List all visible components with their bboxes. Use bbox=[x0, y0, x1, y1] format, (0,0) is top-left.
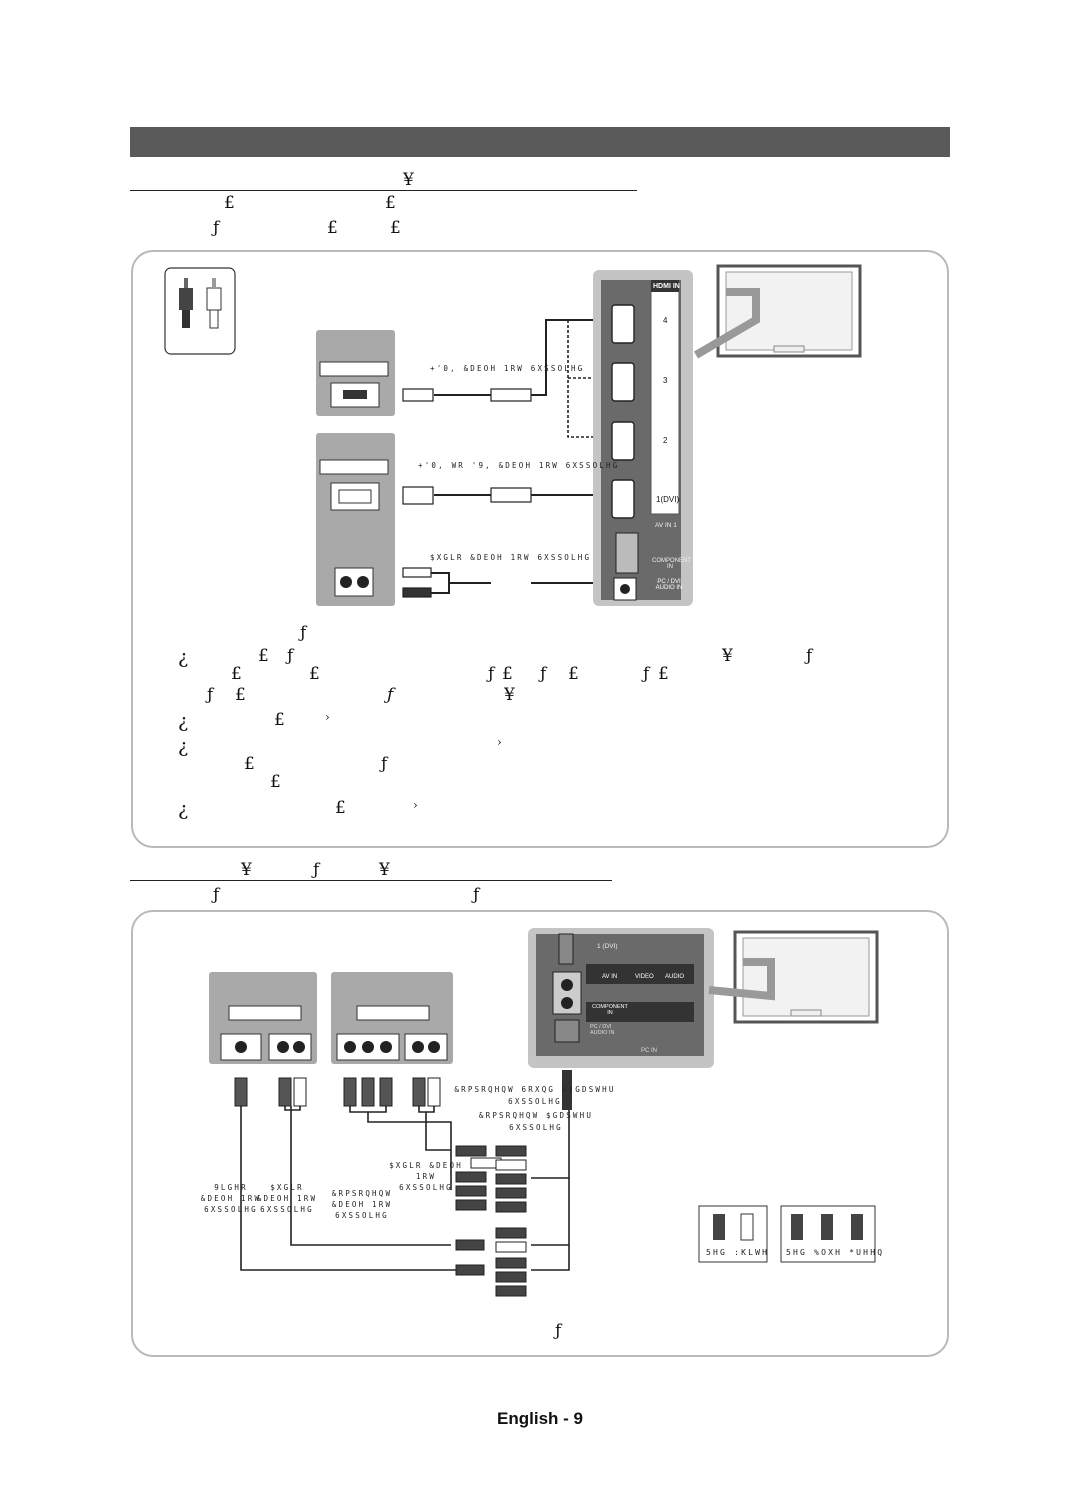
line-glyph: ƒ bbox=[213, 885, 220, 905]
av-in-row bbox=[586, 964, 694, 984]
audio-label: AUDIO bbox=[665, 974, 685, 980]
audio-cable-label: $XGLR &DEOH 1RW 6XSSOLHG bbox=[389, 1161, 463, 1192]
note-glyph: £ bbox=[309, 664, 320, 684]
dvi-device-box bbox=[316, 433, 395, 606]
note-glyph: £ bbox=[231, 664, 242, 684]
note-glyph: ƒ bbox=[643, 664, 650, 684]
note-glyph: › bbox=[413, 798, 418, 812]
hdmi-in-header bbox=[651, 280, 679, 292]
heading2-glyph: ¥ bbox=[241, 860, 252, 880]
note-glyph: £ bbox=[568, 664, 579, 684]
plug-inset-box bbox=[164, 267, 236, 355]
note-bullet: ¿ bbox=[178, 735, 189, 757]
audio-cable-label: $XGLR &DEOH 1RW 6XSSOLHG bbox=[430, 553, 592, 562]
note-glyph: £ bbox=[235, 685, 246, 705]
note-glyph: ƒ bbox=[540, 664, 547, 684]
note-glyph: £ bbox=[244, 754, 255, 774]
note-glyph: ¥ bbox=[504, 685, 515, 705]
line-glyph: ƒ bbox=[473, 885, 480, 905]
note-bullet: ¿ bbox=[178, 798, 189, 820]
hdmi-connection-diagram bbox=[164, 264, 862, 606]
note-glyph: ƒ bbox=[387, 685, 394, 705]
video-cable-label: 9LGHR &DEOH 1RW 6XSSOLHG bbox=[200, 1183, 262, 1214]
dotted-cable-3 bbox=[567, 320, 609, 438]
section-header-bar bbox=[130, 127, 950, 157]
av-component-port bbox=[615, 532, 639, 574]
video-label: VIDEO bbox=[635, 974, 654, 980]
heading-underline bbox=[130, 190, 637, 191]
av-component-connection-diagram bbox=[209, 928, 879, 1297]
hdmi-port-1-label: 1(DVI) bbox=[656, 495, 680, 504]
hdmi-port-3-label: 3 bbox=[663, 376, 668, 385]
hdmi-port bbox=[558, 933, 574, 965]
note-glyph: ƒ bbox=[806, 646, 813, 666]
line1-glyph: £ bbox=[385, 193, 396, 213]
diagram1-caption-glyph: ƒ bbox=[300, 623, 307, 643]
hdmi-port-4-label: 4 bbox=[663, 316, 668, 325]
note-glyph: ƒ bbox=[207, 685, 214, 705]
hdmi-cable-label: +'0, &DEOH 1RW 6XSSOLHG bbox=[430, 364, 585, 373]
note-glyph: £ bbox=[658, 664, 669, 684]
note-glyph: £ bbox=[335, 798, 346, 818]
note-bullet: ¿ bbox=[178, 646, 189, 668]
cable-plugs bbox=[402, 388, 532, 598]
line1-glyph: £ bbox=[224, 193, 235, 213]
dvd-player-icon bbox=[319, 459, 389, 475]
note-glyph: £ bbox=[502, 664, 513, 684]
heading2-glyph: ƒ bbox=[313, 860, 320, 880]
component-sound-adapter-label: &RPSRQHQW 6RXQG L|GDSWHU 6XSSOLHG bbox=[454, 1085, 616, 1106]
audio-cable bbox=[431, 572, 609, 594]
hdmi-ports bbox=[611, 304, 635, 519]
legend-red-blue-green: 5HG %OXH *UHHQ bbox=[786, 1248, 885, 1257]
hdmi-port-column bbox=[650, 281, 680, 515]
av-in-1-label: AV IN 1 bbox=[655, 522, 677, 529]
pc-dvi-audio-label: PC / DVI AUDIO IN bbox=[590, 1024, 615, 1036]
hdmi-cable-1 bbox=[434, 319, 609, 396]
dvd-player-icon bbox=[356, 1005, 430, 1021]
hdmi-in-label: HDMI IN bbox=[653, 283, 680, 290]
heading2-underline bbox=[130, 880, 612, 881]
pc-in-label: PC IN bbox=[641, 1048, 658, 1054]
legend-red-white: 5HG :KLWH bbox=[706, 1248, 770, 1257]
pc-dvi-audio-label: PC / DVI AUDIO IN bbox=[655, 579, 683, 591]
diagram2-caption-glyph: ƒ bbox=[555, 1321, 562, 1341]
note-glyph: ƒ bbox=[287, 646, 294, 666]
pc-audio-port bbox=[554, 1019, 580, 1043]
note-glyph: £ bbox=[270, 772, 281, 792]
note-glyph: £ bbox=[274, 710, 285, 730]
red-white-plug-icon bbox=[179, 278, 222, 329]
heading2-glyph: ¥ bbox=[379, 860, 390, 880]
component-in-label: COMPONENT IN bbox=[592, 1004, 628, 1016]
component-in-row bbox=[586, 1002, 694, 1022]
line2-glyph: £ bbox=[390, 218, 401, 238]
component-cable-label: &RPSRQHQW &DEOH 1RW 6XSSOLHG bbox=[331, 1189, 393, 1220]
av-in-label: AV IN bbox=[602, 974, 618, 980]
panel-1dvi-label: 1 (DVI) bbox=[597, 943, 618, 950]
page-number: English - 9 bbox=[497, 1409, 583, 1428]
hdmi-dvi-cable-label: +'0, WR '9, &DEOH 1RW 6XSSOLHG bbox=[418, 461, 620, 470]
dvd-player-icon bbox=[228, 1005, 302, 1021]
line2-glyph: ƒ bbox=[213, 218, 220, 238]
note-glyph: › bbox=[325, 710, 330, 724]
note-bullet: ¿ bbox=[178, 710, 189, 732]
legend-plug-icons bbox=[713, 1213, 863, 1241]
heading-glyph: ¥ bbox=[403, 170, 414, 190]
component-in-label: COMPONENT IN bbox=[652, 558, 691, 570]
note-glyph: ƒ bbox=[488, 664, 495, 684]
note-glyph: £ bbox=[258, 646, 269, 666]
component-sound-adapter bbox=[562, 1070, 572, 1110]
note-glyph: › bbox=[497, 735, 502, 749]
line2-glyph: £ bbox=[327, 218, 338, 238]
note-glyph: ƒ bbox=[381, 754, 388, 774]
component-adapter-label: &RPSRQHQW $GDSWHU 6XSSOLHG bbox=[478, 1111, 594, 1132]
dvd-player-icon bbox=[319, 361, 389, 377]
audio-cable-2-label: $XGLR &DEOH 1RW 6XSSOLHG bbox=[256, 1183, 318, 1214]
note-glyph: ¥ bbox=[722, 646, 733, 666]
red-white-legend-box bbox=[698, 1205, 768, 1263]
hdmi-port-2-label: 2 bbox=[663, 436, 668, 445]
